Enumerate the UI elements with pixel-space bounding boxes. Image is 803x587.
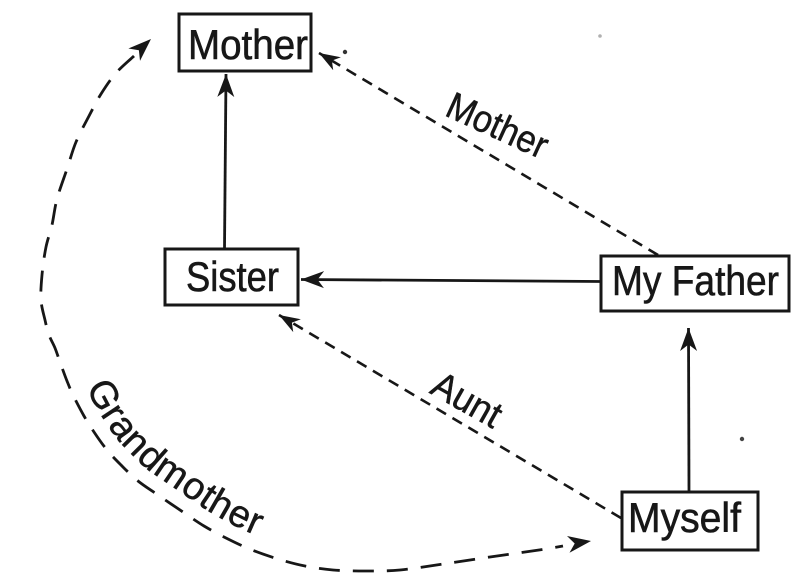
svg-text:My Father: My Father xyxy=(612,257,779,304)
svg-text:Myself: Myself xyxy=(628,494,741,541)
svg-text:Mother: Mother xyxy=(188,21,308,68)
svg-text:Sister: Sister xyxy=(186,253,279,300)
svg-text:Aunt: Aunt xyxy=(424,364,509,437)
svg-text:Mother: Mother xyxy=(440,85,555,168)
svg-text:Grandmother: Grandmother xyxy=(78,372,270,544)
